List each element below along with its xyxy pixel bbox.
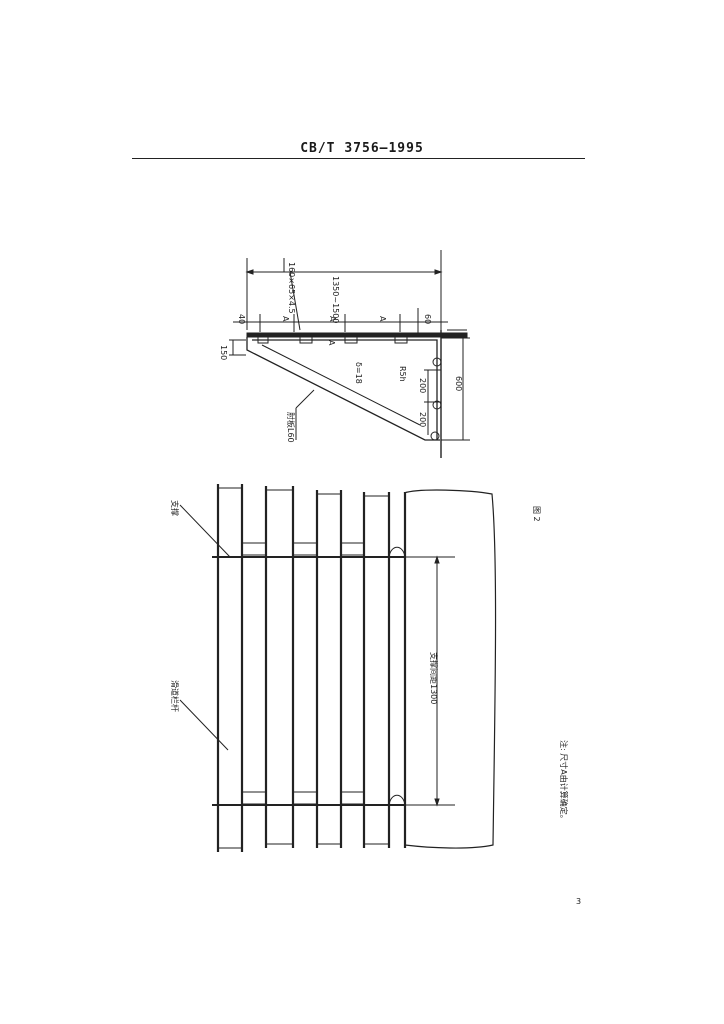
label-slide-rail: 滑道栏杆 bbox=[170, 680, 180, 712]
dim-150: 150 bbox=[219, 345, 228, 360]
dim-thickness: δ=18 bbox=[354, 362, 363, 384]
dim-a-2: A bbox=[328, 316, 337, 322]
page-number: 3 bbox=[576, 897, 582, 906]
header-rule bbox=[132, 158, 585, 159]
label-brace-spacing: 支撑间距1300 bbox=[429, 652, 439, 704]
dim-60: 60 bbox=[423, 314, 432, 324]
standard-number: CB/T 3756—1995 bbox=[300, 141, 424, 156]
dim-profile: 160×65×4.5 bbox=[287, 262, 296, 314]
dim-200-a: 200 bbox=[418, 378, 427, 393]
dim-a-small: A bbox=[327, 340, 336, 346]
label-bracket: 肘板L60 bbox=[286, 412, 296, 443]
figure-caption: 图 2 bbox=[532, 506, 541, 522]
label-brace: 支撑 bbox=[170, 500, 180, 516]
dim-a-1: A bbox=[281, 316, 290, 322]
dim-overall: 1350~1500 bbox=[331, 276, 340, 323]
section-view bbox=[229, 250, 470, 458]
dim-radius: R5h bbox=[398, 366, 407, 382]
dim-a-3: A bbox=[378, 316, 387, 322]
figure-note: 注: 尺寸A由计算确定。 bbox=[559, 740, 569, 823]
plan-view bbox=[179, 484, 497, 852]
dim-40: 40 bbox=[237, 314, 246, 324]
dim-200-b: 200 bbox=[418, 412, 427, 427]
dim-600: 600 bbox=[454, 376, 463, 391]
